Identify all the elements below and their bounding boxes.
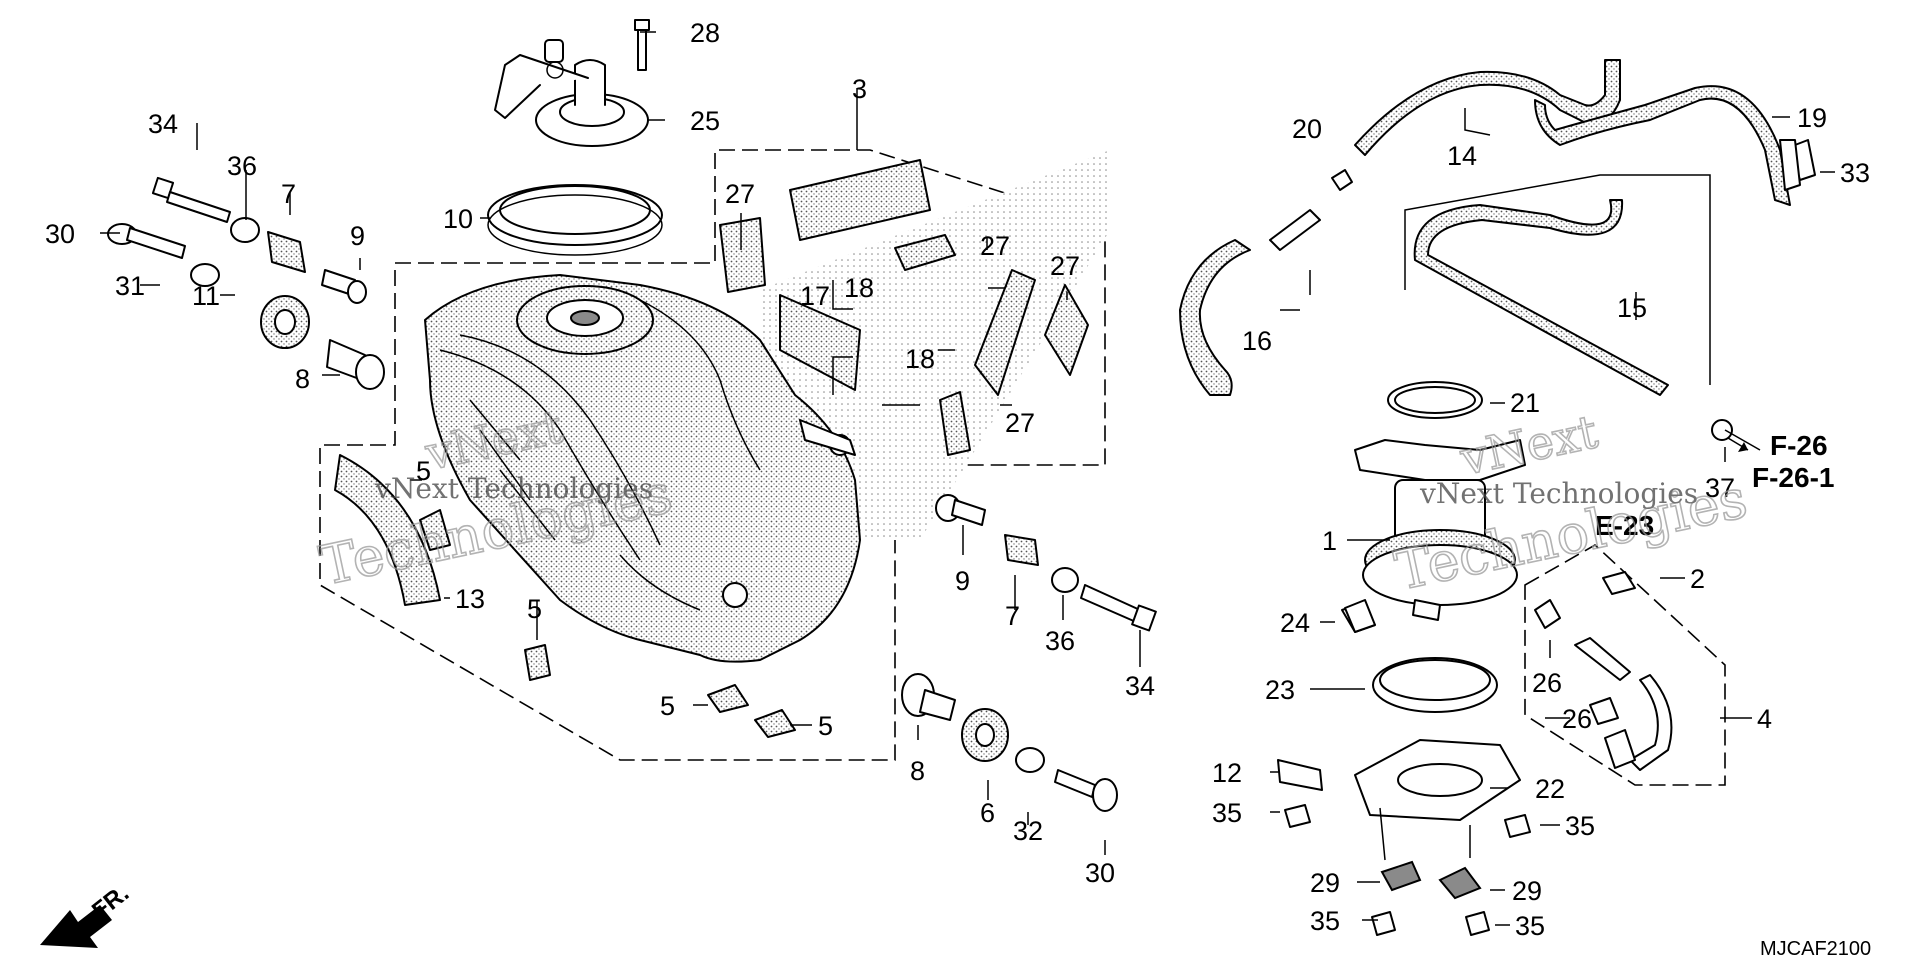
ref-f26-1[interactable]: F-26-1	[1752, 462, 1834, 493]
callout-31: 31	[115, 271, 145, 301]
callout-29-a: 29	[1310, 868, 1340, 898]
callout-8-b: 8	[910, 756, 925, 786]
fuel-cap-assembly	[494, 39, 649, 147]
callout-5-c: 5	[660, 691, 675, 721]
cap-gasket-ring	[487, 184, 663, 256]
callout-7-a: 7	[281, 179, 296, 209]
callout-5-d: 5	[818, 711, 833, 741]
callout-27-c: 27	[1050, 251, 1080, 281]
callout-2: 2	[1690, 564, 1705, 594]
callout-26-b: 26	[1562, 704, 1592, 734]
callout-9-b: 9	[955, 566, 970, 596]
callout-9-a: 9	[350, 221, 365, 251]
callout-33: 33	[1840, 158, 1870, 188]
reference-f26: F-26 F-26-1	[1727, 430, 1834, 493]
bolt-part-28	[634, 19, 650, 71]
leader-lines	[100, 31, 1835, 926]
callout-27-b: 27	[980, 231, 1010, 261]
watermark-right-line: vNext Technologies	[1419, 477, 1698, 510]
callout-18-b: 18	[905, 344, 935, 374]
clips-29	[1380, 860, 1482, 900]
pump-set-plate-22	[1354, 739, 1521, 821]
callout-30-a: 30	[45, 219, 75, 249]
callout-32: 32	[1013, 816, 1043, 846]
callout-27-d: 27	[1005, 408, 1035, 438]
callout-36-b: 36	[1045, 626, 1075, 656]
front-arrow-icon	[40, 905, 112, 948]
callout-14: 14	[1447, 141, 1477, 171]
callout-18-a: 18	[844, 273, 874, 303]
left-mount-hardware	[107, 176, 385, 390]
bracket-12	[1277, 759, 1323, 791]
callout-16: 16	[1242, 326, 1272, 356]
callout-5-a: 5	[416, 456, 431, 486]
callout-35-d: 35	[1515, 911, 1545, 941]
pump-seal-23	[1372, 657, 1498, 713]
nuts-35	[1284, 804, 1531, 936]
callout-11: 11	[192, 281, 220, 311]
harness-parts	[1344, 571, 1673, 771]
callout-6: 6	[980, 798, 995, 828]
ref-f26[interactable]: F-26	[1770, 430, 1828, 461]
reference-e23: E-23	[1595, 510, 1654, 541]
rubber-pads	[719, 159, 1089, 456]
callout-13: 13	[455, 584, 485, 614]
callout-35-a: 35	[1212, 798, 1242, 828]
callout-27-a: 27	[725, 179, 755, 209]
watermark-left: vNext Technologies vNext Technologies	[314, 398, 678, 598]
callout-3: 3	[852, 74, 867, 104]
callout-26-a: 26	[1532, 668, 1562, 698]
callout-22: 22	[1535, 774, 1565, 804]
bracket-33	[1779, 139, 1801, 191]
callout-24: 24	[1280, 608, 1310, 638]
ref-e23[interactable]: E-23	[1595, 510, 1654, 541]
hose-clips	[1331, 139, 1816, 441]
fuel-tank	[424, 274, 861, 663]
callout-12: 12	[1212, 758, 1242, 788]
callout-20: 20	[1292, 114, 1322, 144]
callout-10: 10	[443, 204, 473, 234]
callout-30-b: 30	[1085, 858, 1115, 888]
right-mount-hardware	[901, 494, 1157, 812]
callout-25: 25	[690, 106, 720, 136]
callout-19: 19	[1797, 103, 1827, 133]
callout-5-b: 5	[527, 594, 542, 624]
callout-21: 21	[1510, 388, 1540, 418]
callout-15: 15	[1617, 293, 1647, 323]
callout-34-a: 34	[148, 109, 178, 139]
callout-34-b: 34	[1125, 671, 1155, 701]
callout-1: 1	[1322, 526, 1337, 556]
callout-4: 4	[1757, 704, 1772, 734]
callout-36-a: 36	[227, 151, 257, 181]
breather-hoses	[1179, 59, 1791, 396]
fuel-pump-assembly	[1341, 381, 1526, 633]
wire-harness-assembly-boundary	[1524, 544, 1726, 786]
breather-group-bracket	[1404, 174, 1711, 385]
diagram-code: MJCAF2100	[1760, 938, 1871, 960]
callout-labels: 28 25 3 10 27 18 27 27 17 18 27 34 36 7 …	[45, 18, 1870, 941]
callout-37: 37	[1705, 473, 1735, 503]
front-direction-indicator: FR.	[40, 880, 134, 948]
callout-23: 23	[1265, 675, 1295, 705]
small-patches	[419, 509, 796, 738]
callout-8-a: 8	[295, 364, 310, 394]
callout-35-b: 35	[1565, 811, 1595, 841]
watermark-left-line: vNext Technologies	[374, 472, 653, 505]
callout-17: 17	[800, 281, 830, 311]
callout-29-b: 29	[1512, 876, 1542, 906]
callout-28: 28	[690, 18, 720, 48]
decal-part-13	[334, 454, 441, 606]
callout-35-c: 35	[1310, 906, 1340, 936]
callout-7-b: 7	[1005, 601, 1020, 631]
